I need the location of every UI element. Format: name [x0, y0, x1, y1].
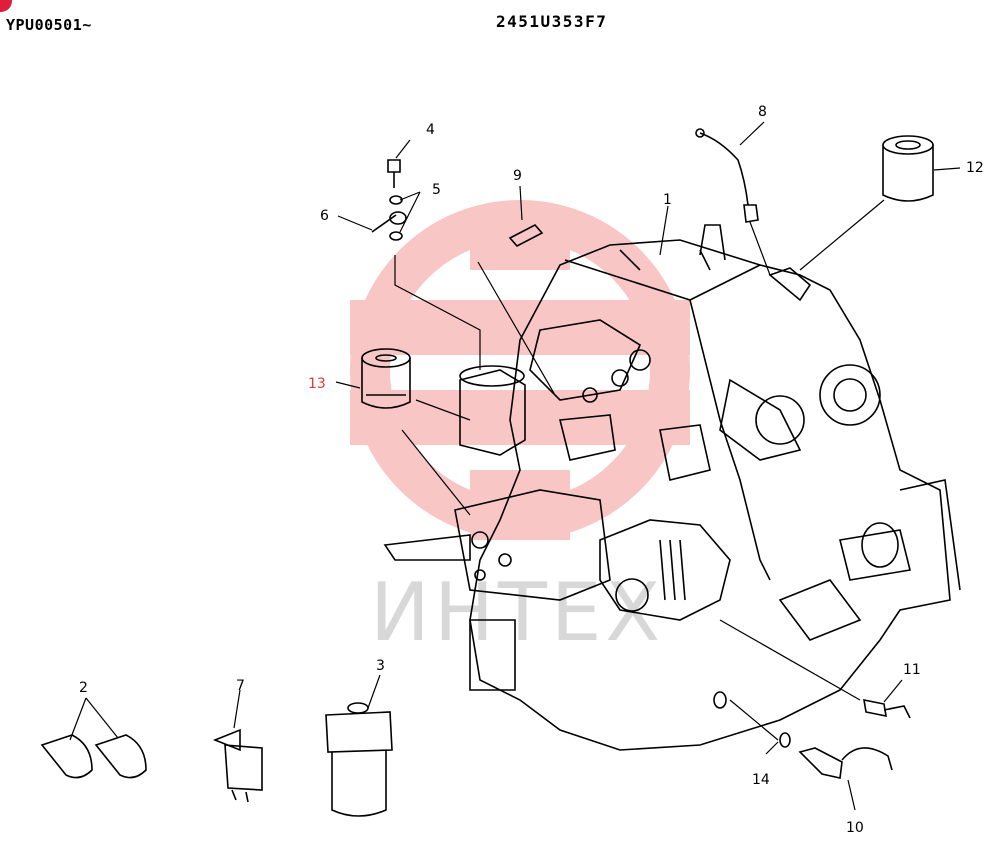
part-12-filter	[882, 135, 934, 202]
watermark-logo	[350, 200, 690, 540]
leader-lines	[69, 121, 961, 811]
part-8-sensor	[695, 128, 759, 223]
callout-9: 9	[513, 168, 522, 184]
callout-8: 8	[758, 104, 767, 120]
callout-10: 10	[846, 820, 864, 836]
callout-4: 4	[426, 122, 435, 138]
part-9-switch	[508, 224, 544, 247]
engine-assembly	[383, 224, 961, 751]
callout-14: 14	[752, 772, 770, 788]
part-4-5-6-hardware	[371, 159, 407, 241]
callout-2: 2	[79, 680, 88, 696]
callout-5: 5	[432, 182, 441, 198]
callout-11: 11	[903, 662, 921, 678]
diagram-code: 2451U353F7	[496, 12, 608, 31]
serial-range: YPU00501~	[6, 16, 92, 34]
part-13-filter	[361, 348, 411, 409]
callout-12: 12	[966, 160, 984, 176]
callout-1: 1	[663, 192, 672, 208]
part-3-fuel-filter	[325, 702, 393, 817]
callout-labels: 1 2 3 4 5 6 7 8 9 10 11 12 13 14	[79, 104, 984, 836]
callout-6: 6	[320, 208, 329, 224]
callout-3: 3	[376, 658, 385, 674]
callout-13: 13	[308, 376, 326, 392]
part-7-relay	[212, 728, 263, 803]
part-2-caps	[40, 734, 147, 779]
callout-7: 7	[236, 678, 245, 694]
watermark-text: ИНТЕХ	[370, 566, 664, 659]
part-10-11-sensors	[779, 698, 911, 779]
